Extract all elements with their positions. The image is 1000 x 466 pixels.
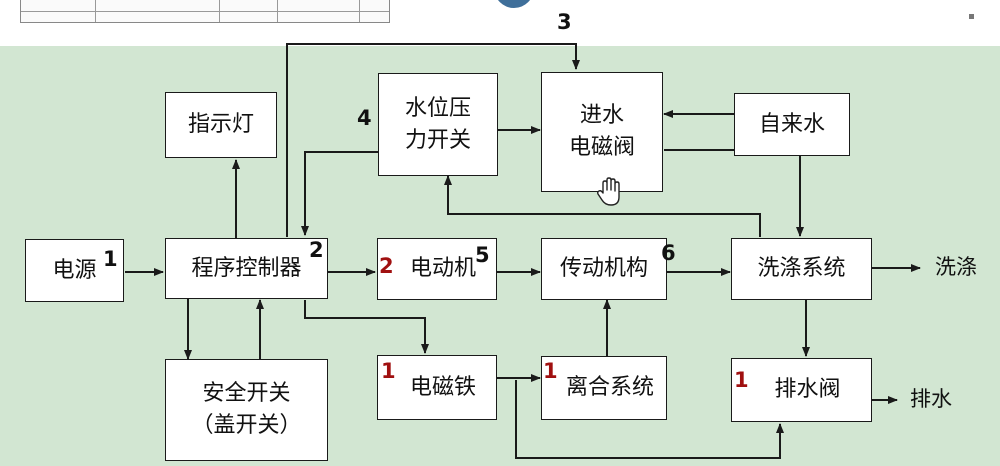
window-dot (969, 14, 974, 19)
power-box: 电源 (25, 239, 124, 302)
tap-water-box: 自来水 (734, 93, 850, 156)
inlet-solenoid-valve-box: 进水 电磁阀 (541, 72, 663, 192)
marker-power: 1 (103, 247, 118, 271)
top-strip (0, 0, 1000, 46)
safety-switch-box: 安全开关 （盖开关） (165, 359, 328, 461)
drain-valve-box: 排水阀 (731, 358, 872, 422)
marker-transmission: 6 (661, 241, 676, 265)
transmission-box: 传动机构 (541, 238, 667, 300)
marker-motor-right: 5 (475, 243, 490, 267)
wire-controller-to-electromagnet (304, 300, 429, 354)
hand-cursor-icon (596, 177, 620, 206)
marker-inlet-top: 3 (557, 10, 572, 34)
marker-clutch: 1 (543, 359, 558, 383)
wire-pressure-to-controller (301, 151, 378, 236)
marker-drain-valve: 1 (734, 368, 749, 392)
document-thumbnail (20, 0, 390, 23)
indicator-light-box: 指示灯 (165, 92, 277, 158)
logo-circle (494, 0, 534, 8)
marker-motor-left: 2 (379, 254, 394, 278)
wire-controller-to-inlet-valve (286, 43, 580, 237)
marker-pressure-switch: 4 (357, 106, 372, 130)
wire-electromagnet-to-drain-valve (515, 380, 784, 459)
wash-output-label: 洗涤 (935, 255, 977, 279)
controller-box: 程序控制器 (165, 238, 328, 299)
wire-washing-to-pressure (444, 175, 761, 237)
drain-output-label: 排水 (910, 387, 952, 411)
pressure-switch-box: 水位压 力开关 (378, 73, 498, 176)
marker-electromagnet: 1 (381, 359, 396, 383)
motor-box: 电动机 (377, 238, 497, 300)
electromagnet-box: 电磁铁 (377, 355, 497, 420)
marker-controller: 2 (309, 238, 324, 262)
clutch-system-box: 离合系统 (541, 356, 667, 420)
wire-inlet-to-washing (664, 149, 804, 237)
washing-system-box: 洗涤系统 (731, 238, 872, 300)
